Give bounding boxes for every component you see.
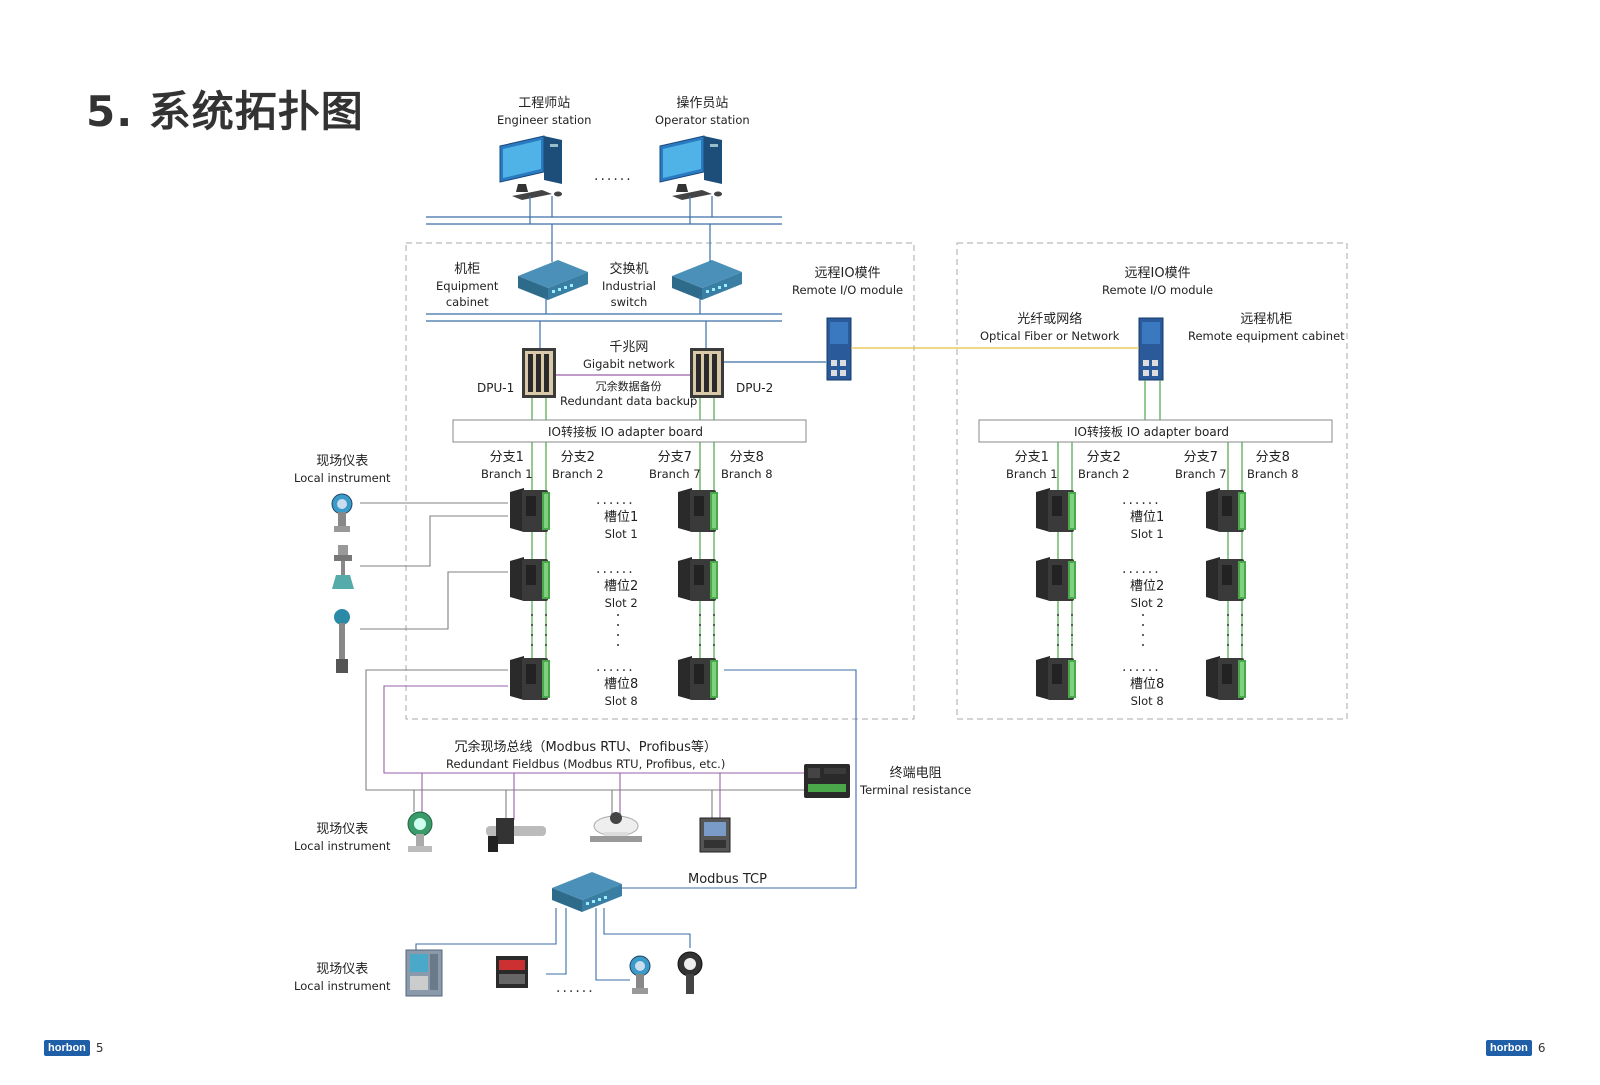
equipment-cabinet-boundary [405,242,915,720]
io-adapter-right-label: IO转接板 IO adapter board [1074,425,1230,439]
recorder-icon [405,949,443,997]
io-adapter-board-right [978,419,1333,443]
remote-cabinet-boundary [956,242,1348,720]
dpu-1-label: DPU-1 [477,381,515,395]
io-module-icon [678,488,718,532]
modbus-tcp-switch-icon [552,872,622,912]
slot-ellipsis: ...... [1122,659,1161,675]
transmitter-icon [331,493,353,533]
remote-io-module-left-icon [826,317,852,381]
io-adapter-left-label: IO转接板 IO adapter board [548,425,704,439]
io-module-icon [510,656,550,700]
dpu-1-icon [522,348,556,398]
linear-actuator-icon [486,818,546,852]
slot-ellipsis: ...... [596,659,635,675]
io-module-icon [678,557,718,601]
io-module-icon [1036,488,1076,532]
top-network-bus [426,216,782,322]
station-ellipsis: ...... [594,168,633,184]
probe-sensor-icon [334,609,350,673]
io-module-icon [510,557,550,601]
io-module-icon [1206,488,1246,532]
modbus-tcp-label: Modbus TCP [688,872,767,887]
io-adapter-board-left [452,419,807,443]
smart-transmitter-icon [629,955,651,995]
engineer-station-pc-icon [499,135,563,201]
page-title: 5. 系统拓扑图 [86,87,364,136]
slot-ellipsis: ...... [596,561,635,577]
footer-right: horbon 6 [1486,1040,1546,1056]
footer-left: horbon 5 [44,1040,104,1056]
radar-level-icon [332,545,354,589]
page-number: 5 [95,1041,104,1055]
io-module-icon [510,488,550,532]
horbon-logo: horbon [44,1040,90,1056]
io-module-icon [1206,656,1246,700]
page-number: 6 [1537,1041,1546,1055]
digital-meter-icon [496,956,528,988]
redundant-fieldbus-label: 冗余现场总线（Modbus RTU、Profibus等）Redundant Fi… [446,740,726,771]
pressure-transmitter-icon [407,811,433,853]
io-module-icon [1206,557,1246,601]
terminal-resistance-plc-icon [804,764,850,798]
slot-ellipsis: ...... [596,492,635,508]
horbon-logo: horbon [1486,1040,1532,1056]
dpu-2-label: DPU-2 [736,381,774,395]
panel-meter-icon [699,817,731,853]
electric-valve-icon [589,811,643,843]
io-module-icon [1036,656,1076,700]
io-module-icon [1036,557,1076,601]
io-module-icon [678,656,718,700]
industrial-switch-2-icon [672,260,742,300]
slot-ellipsis: ...... [1122,561,1161,577]
gas-detector-icon [677,951,703,995]
slot-ellipsis: ...... [1122,492,1161,508]
industrial-switch-1-icon [518,260,588,300]
remote-io-module-right-icon [1138,317,1164,381]
operator-station-pc-icon [659,135,723,201]
device-ellipsis: ...... [556,980,595,996]
